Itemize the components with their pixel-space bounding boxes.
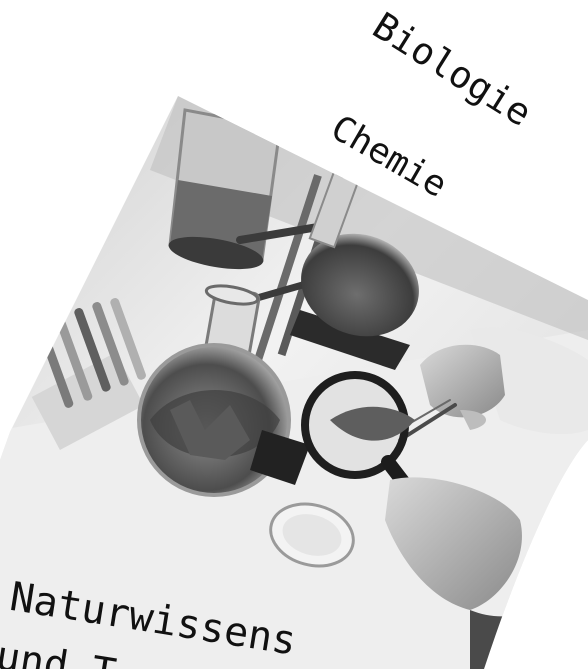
round-bottom-flask	[137, 284, 291, 497]
glass-cylinder	[168, 108, 282, 270]
test-tube-rack	[31, 298, 146, 450]
photo-content	[0, 96, 588, 669]
